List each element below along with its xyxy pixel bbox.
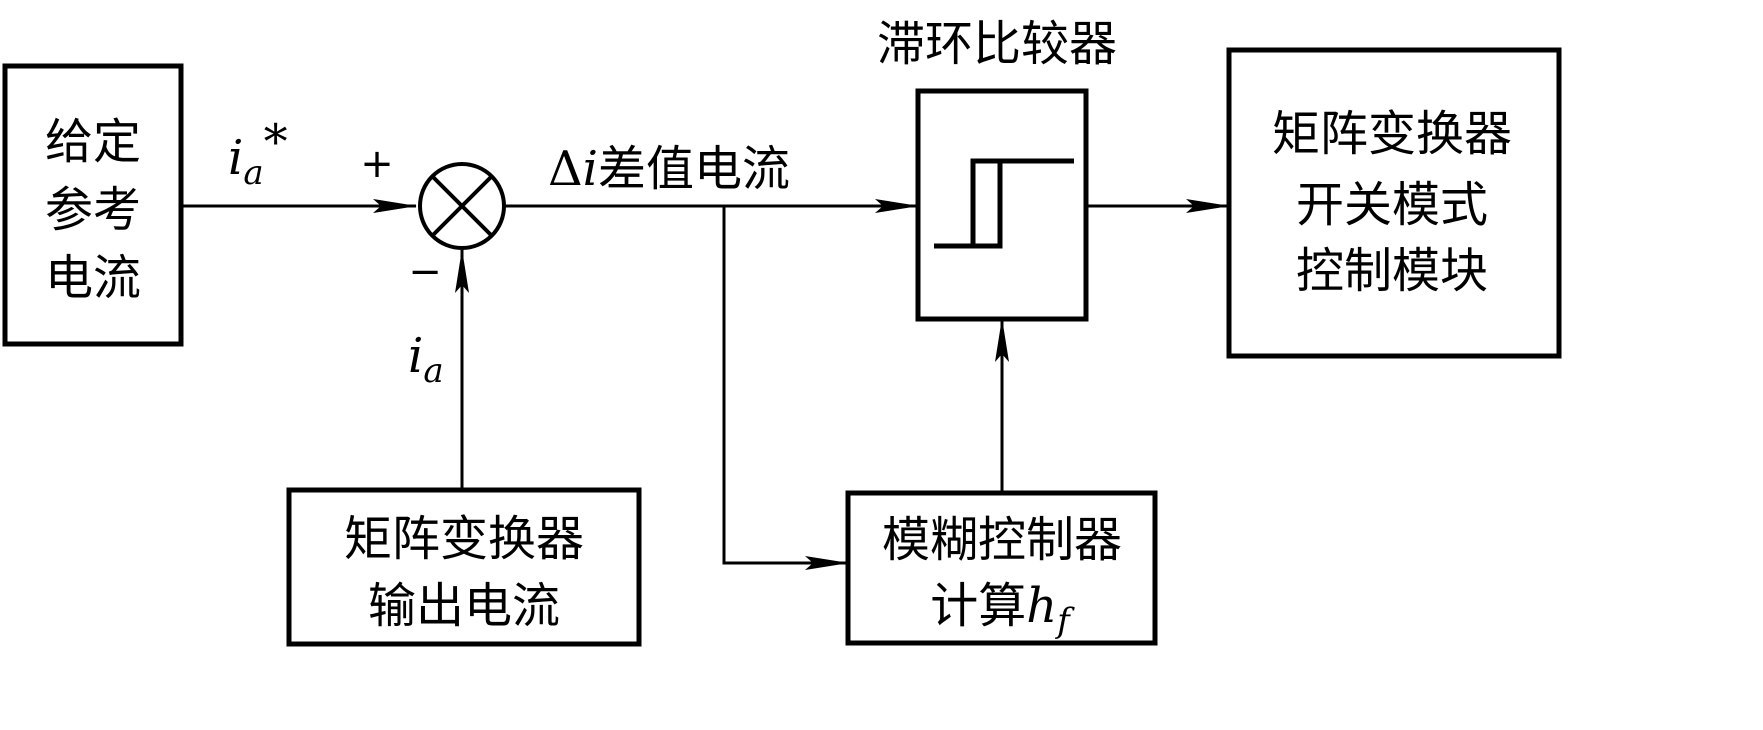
switch-control-line-2: 开关模式 [1296, 177, 1488, 233]
output-current-block [286, 487, 642, 647]
error-signal-label: Δi差值电流 [548, 141, 790, 197]
fuzzy-controller-block [845, 490, 1158, 646]
feedback-signal-var: ia [408, 328, 444, 391]
fuzzy-line-1: 模糊控制器 [882, 512, 1122, 568]
error-branch-arrow [722, 206, 849, 570]
reference-line-1: 给定 [45, 114, 141, 170]
hysteresis-title: 滞环比较器 [877, 16, 1117, 72]
switch-control-line-3: 控制模块 [1296, 243, 1488, 299]
fuzzy-line-2: 计算hf [930, 578, 1075, 641]
plus-sign: + [360, 141, 394, 187]
output-current-line-2: 输出电流 [368, 578, 560, 634]
switch-control-block [1226, 47, 1562, 359]
reference-signal-var: ia* [228, 114, 288, 193]
output-current-line-1: 矩阵变换器 [344, 511, 584, 567]
switch-control-line-1: 矩阵变换器 [1272, 106, 1512, 162]
reference-line-2: 参考 [45, 182, 141, 238]
hysteresis-icon [934, 158, 1074, 249]
summing-junction-icon [418, 162, 506, 250]
reference-line-3: 电流 [45, 250, 141, 306]
minus-sign: − [408, 249, 442, 295]
reference-current-block [2, 63, 184, 347]
